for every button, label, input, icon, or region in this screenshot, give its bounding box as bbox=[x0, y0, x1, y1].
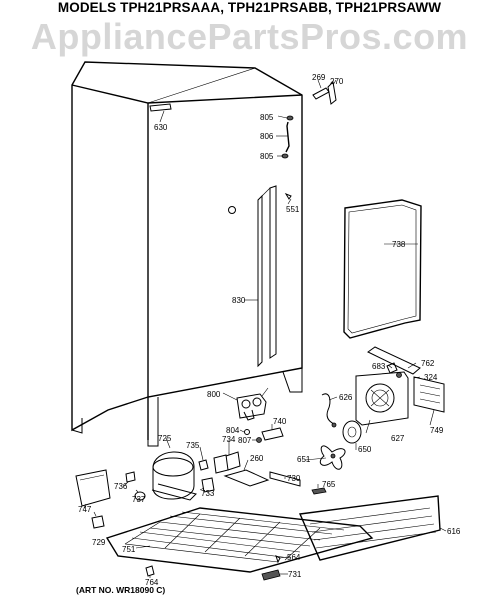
part-label: 807 bbox=[238, 436, 252, 445]
screw-551 bbox=[284, 192, 292, 205]
relay-parts bbox=[198, 451, 241, 493]
part-label: 737 bbox=[132, 495, 146, 504]
part-label: 683 bbox=[372, 362, 386, 371]
part-label: 651 bbox=[297, 455, 311, 464]
condenser-frame bbox=[223, 469, 301, 487]
hinge-part bbox=[312, 79, 337, 105]
fan-blade bbox=[319, 445, 346, 470]
part-729 bbox=[91, 515, 105, 529]
part-label: 805 bbox=[260, 113, 274, 122]
part-label: 650 bbox=[358, 445, 372, 454]
screw-564 bbox=[275, 555, 281, 564]
part-label: 627 bbox=[391, 434, 405, 443]
part-label: 630 bbox=[154, 123, 168, 132]
art-number: (ART NO. WR18090 C) bbox=[76, 585, 166, 595]
part-label: 270 bbox=[330, 77, 344, 86]
part-label: 260 bbox=[250, 454, 264, 463]
part-label: 269 bbox=[312, 73, 326, 82]
part-label: 747 bbox=[78, 505, 92, 514]
part-label: 738 bbox=[392, 240, 406, 249]
part-label: 804 bbox=[226, 426, 240, 435]
part-label: 765 bbox=[322, 480, 336, 489]
part-764 bbox=[145, 565, 155, 577]
part-label: 740 bbox=[273, 417, 287, 426]
fan-housing bbox=[355, 371, 409, 426]
part-label: 830 bbox=[232, 296, 246, 305]
bracket-740 bbox=[261, 427, 284, 441]
wire-harness bbox=[321, 393, 337, 428]
diagram-title: MODELS TPH21PRSAAA, TPH21PRSABB, TPH21PR… bbox=[57, 0, 442, 15]
part-label: 805 bbox=[260, 152, 274, 161]
part-labels: 269 270 630 805 806 805 551 738 830 762 … bbox=[78, 73, 461, 587]
part-807 bbox=[256, 437, 262, 443]
clip-765 bbox=[311, 487, 327, 495]
base-pan bbox=[105, 507, 374, 573]
compressor bbox=[151, 437, 197, 501]
part-label: 324 bbox=[424, 373, 438, 382]
part-label: 762 bbox=[421, 359, 435, 368]
part-label: 725 bbox=[158, 434, 172, 443]
tube-parts bbox=[276, 115, 294, 159]
part-label: 749 bbox=[430, 426, 444, 435]
part-label: 729 bbox=[92, 538, 106, 547]
part-label: 616 bbox=[447, 527, 461, 536]
fan-motor bbox=[342, 420, 362, 444]
part-label: 733 bbox=[201, 489, 215, 498]
plate-747 bbox=[75, 469, 111, 507]
part-label: 730 bbox=[287, 474, 301, 483]
rear-grille bbox=[298, 495, 441, 561]
part-label: 734 bbox=[222, 435, 236, 444]
grommet-736 bbox=[125, 471, 136, 483]
part-label: 800 bbox=[207, 390, 221, 399]
clip-731 bbox=[261, 569, 281, 581]
cabinet-drawing bbox=[71, 61, 303, 447]
part-label: 735 bbox=[186, 441, 200, 450]
part-label: 751 bbox=[122, 545, 136, 554]
part-label: 736 bbox=[114, 482, 128, 491]
part-label: 731 bbox=[288, 570, 302, 579]
mount-737 bbox=[134, 491, 146, 501]
part-label: 764 bbox=[145, 578, 159, 587]
valve-assembly bbox=[236, 387, 269, 421]
part-label: 564 bbox=[287, 553, 301, 562]
watermark: AppliancePartsPros.com bbox=[30, 16, 469, 57]
part-label: 551 bbox=[286, 205, 300, 214]
part-label: 806 bbox=[260, 132, 274, 141]
part-label: 626 bbox=[339, 393, 353, 402]
grommet-804 bbox=[244, 429, 250, 435]
door-gasket bbox=[343, 199, 422, 339]
leader-lines bbox=[83, 110, 447, 578]
